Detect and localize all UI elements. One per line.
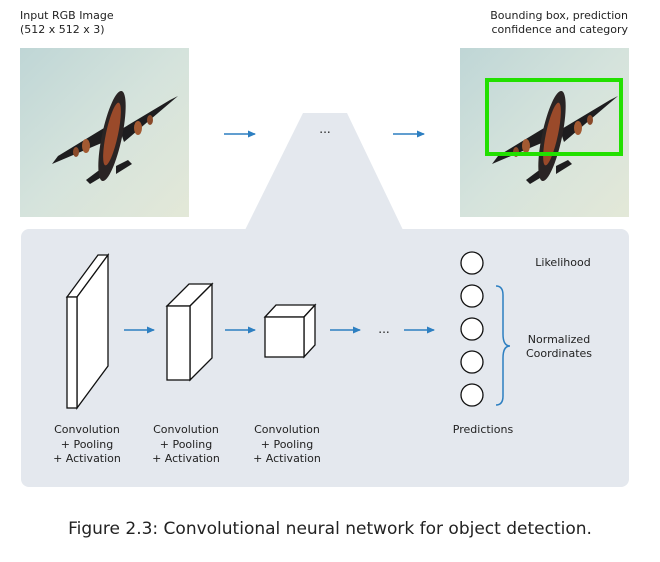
- coords-label-line1: Normalized: [527, 333, 591, 346]
- conv-layer-1-line1: Convolution: [54, 423, 120, 436]
- output-label-line2: confidence and category: [491, 23, 628, 36]
- bounding-box: [485, 78, 623, 156]
- input-image: [20, 48, 189, 217]
- coords-label-line2: Coordinates: [525, 347, 593, 360]
- zoom-trapezoid: [245, 113, 403, 230]
- conv-layer-3-block: [263, 303, 317, 359]
- conv-layer-3-label: Convolution + Pooling + Activation: [242, 423, 332, 467]
- conv-layer-3-line1: Convolution: [254, 423, 320, 436]
- conv-layer-2-line1: Convolution: [153, 423, 219, 436]
- figure-caption: Figure 2.3: Convolutional neural network…: [68, 519, 592, 539]
- top-ellipsis: ...: [319, 122, 331, 136]
- prediction-node-coord-2: [460, 317, 484, 341]
- network-ellipsis: ...: [378, 322, 390, 336]
- network-panel: [21, 229, 629, 487]
- output-label-line1: Bounding box, prediction: [490, 9, 628, 22]
- output-image: [460, 48, 629, 217]
- output-image-label: Bounding box, prediction confidence and …: [490, 9, 628, 37]
- conv-layer-1-line2: + Pooling: [60, 437, 114, 451]
- conv-layer-3-line2: + Pooling: [260, 437, 314, 451]
- prediction-node-coord-4: [460, 383, 484, 407]
- coordinates-brace: [495, 285, 511, 406]
- likelihood-label: Likelihood: [535, 256, 591, 269]
- input-image-dims: (512 x 512 x 3): [20, 23, 105, 36]
- conv-layer-1-label: Convolution + Pooling + Activation: [42, 423, 132, 467]
- conv-layer-1-block: [65, 253, 110, 410]
- conv-layer-2-label: Convolution + Pooling + Activation: [141, 423, 231, 467]
- network-diagram: [65, 251, 511, 410]
- conv-layer-3-line3: + Activation: [253, 452, 321, 465]
- normalized-coordinates-label: Normalized Coordinates: [516, 333, 602, 361]
- top-flow: [224, 113, 425, 230]
- conv-layer-2-block: [165, 282, 214, 382]
- prediction-node-likelihood: [460, 251, 484, 275]
- predictions-label: Predictions: [452, 423, 514, 436]
- prediction-node-coord-3: [460, 350, 484, 374]
- conv-layer-1-line3: + Activation: [53, 452, 121, 465]
- input-image-label: Input RGB Image (512 x 512 x 3): [20, 9, 114, 37]
- input-image-title: Input RGB Image: [20, 9, 114, 22]
- conv-layer-2-line2: + Pooling: [159, 437, 213, 451]
- prediction-node-coord-1: [460, 284, 484, 308]
- conv-layer-2-line3: + Activation: [152, 452, 220, 465]
